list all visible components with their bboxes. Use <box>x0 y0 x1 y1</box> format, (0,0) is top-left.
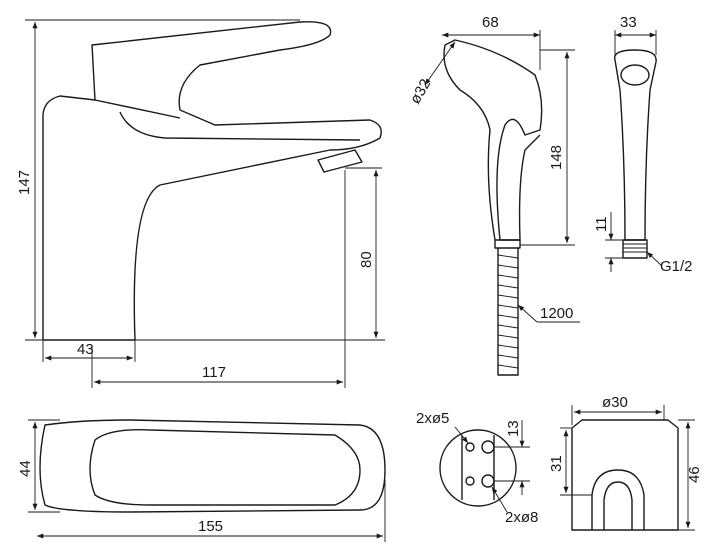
dim-faucet-height: 147 <box>16 170 33 195</box>
faucet-top-view: 44 155 <box>17 419 386 542</box>
dim-box-diameter: ø30 <box>602 394 628 411</box>
dim-hose-length: 1200 <box>540 305 573 322</box>
thread-label: G1/2 <box>660 258 693 275</box>
hand-shower-front-view: 68 ø32 148 1200 <box>407 14 580 376</box>
dim-reach: 117 <box>202 364 226 381</box>
holder-round-view: 2xø5 13 2xø8 <box>416 410 538 526</box>
dim-box-height: 46 <box>686 466 703 483</box>
holder-box-view: ø30 31 46 <box>548 394 703 531</box>
label-large-holes: 2xø8 <box>505 509 538 526</box>
dim-thread-length: 11 <box>593 216 610 232</box>
dim-top-length: 155 <box>198 518 223 535</box>
dim-hole-spacing: 13 <box>505 420 522 437</box>
hand-shower-side-view: 33 11 G1/2 <box>593 14 693 275</box>
dim-shower-width: 68 <box>482 14 499 31</box>
dim-base-offset: 43 <box>77 341 94 358</box>
dim-box-inner-height: 31 <box>548 455 565 472</box>
dim-side-width: 33 <box>620 14 637 31</box>
faucet-side-view: 147 43 117 80 <box>16 19 385 388</box>
dim-spout-height: 80 <box>358 251 375 268</box>
label-small-holes: 2xø5 <box>416 410 449 427</box>
dim-shower-diameter: ø32 <box>407 76 435 107</box>
dim-shower-height: 148 <box>548 145 565 170</box>
dim-top-width: 44 <box>17 460 34 477</box>
